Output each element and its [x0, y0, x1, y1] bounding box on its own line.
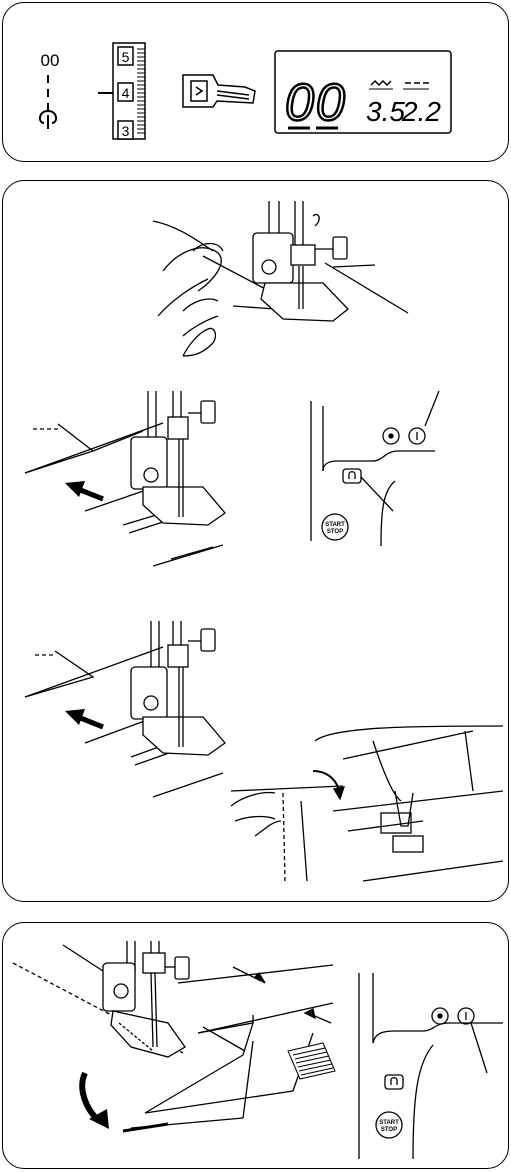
pattern-settings-panel: 00	[2, 2, 509, 162]
lcd-display: 00 3.5 2.2	[275, 51, 451, 133]
sewing-steps-drawing: START STOP	[3, 181, 510, 903]
dial-number-5: 5	[122, 49, 130, 65]
fabric-texture-icon	[288, 1043, 335, 1079]
feed-direction-arrow-1-icon	[65, 481, 103, 499]
feed-direction-arrow-2-icon	[65, 709, 103, 727]
pattern-number-label: 00	[41, 51, 60, 70]
thread-cutter-illustration	[231, 726, 503, 881]
presser-foot-illustration-3	[131, 629, 225, 755]
reverse-button-2-icon	[385, 1075, 403, 1089]
lcd-pattern-number: 00	[285, 74, 347, 132]
svg-text:START: START	[379, 1120, 399, 1126]
presser-foot-illustration-4	[103, 941, 189, 1057]
pivot-turn-panel: START STOP	[2, 922, 509, 1169]
dial-number-3: 3	[122, 123, 130, 139]
lcd-stitch-length: 2.2	[401, 96, 441, 127]
control-panel-illustration-2: START STOP	[359, 973, 503, 1159]
needle-position-dial-icon: 5 4 3	[98, 43, 145, 139]
turn-fabric-arrow-icon	[82, 1073, 109, 1129]
svg-text:STOP: STOP	[327, 529, 343, 535]
presser-foot-illustration-2	[131, 401, 225, 525]
svg-text:STOP: STOP	[381, 1127, 397, 1133]
presser-foot-top-illustration	[253, 201, 408, 321]
sewing-steps-panel: START STOP	[2, 180, 509, 902]
straight-stitch-pattern-icon	[40, 75, 56, 129]
pattern-settings-drawing: 00	[3, 3, 510, 163]
dial-number-4: 4	[122, 85, 130, 101]
lcd-stitch-width: 3.5	[366, 96, 405, 127]
control-panel-illustration-1: START STOP	[311, 391, 439, 546]
fabric-feed-illustration-2	[25, 621, 223, 797]
presser-foot-icon	[183, 75, 255, 107]
fabric-feed-illustration-1	[25, 391, 223, 566]
pivot-turn-drawing: START STOP	[3, 923, 510, 1170]
svg-text:START: START	[325, 522, 345, 528]
